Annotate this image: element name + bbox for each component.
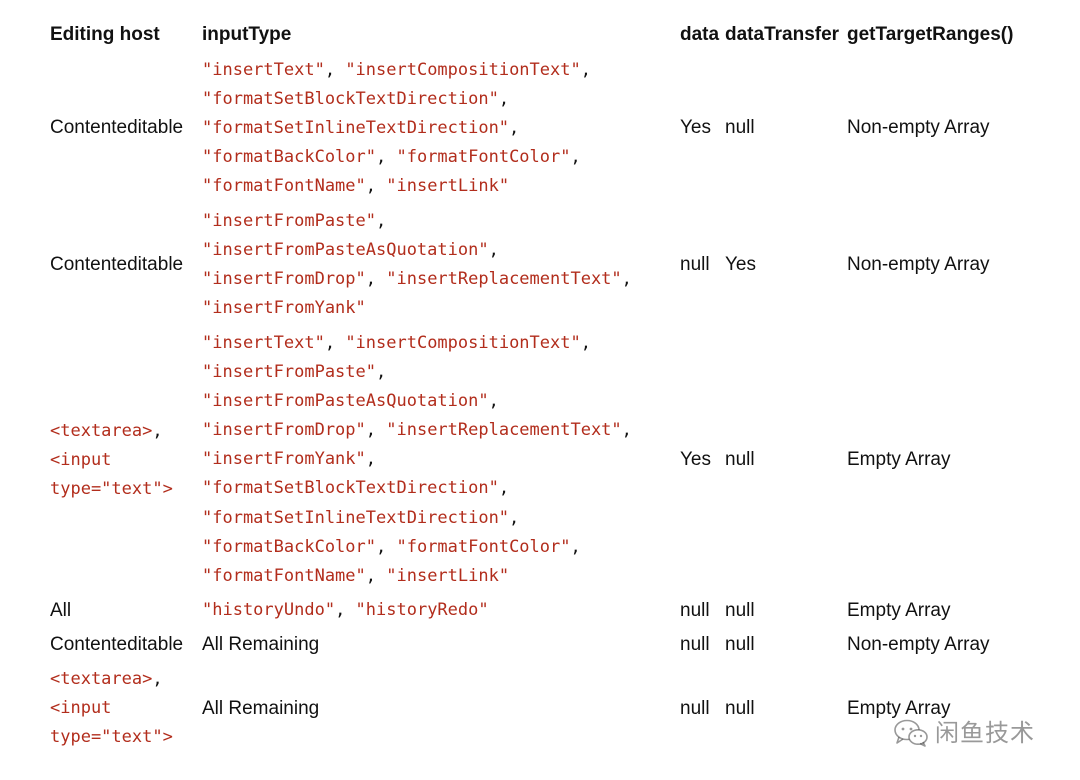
row-2-target-ranges: Empty Array <box>847 449 951 470</box>
row-4-data: null <box>680 634 710 655</box>
row-0-target-ranges: Non-empty Array <box>847 117 990 138</box>
row-1-target-ranges: Non-empty Array <box>847 254 990 275</box>
row-5-data-transfer: null <box>725 698 755 719</box>
row-2-input-type-line: "insertFromPaste", <box>202 362 387 382</box>
row-0-input-type-line: "formatFontName", "insertLink" <box>202 176 510 196</box>
row-1-input-type-line: "insertFromDrop", "insertReplacementText… <box>202 269 632 289</box>
row-5-host-line: type="text"> <box>50 727 173 747</box>
row-3-data: null <box>680 600 710 621</box>
row-5-host-line: <textarea>, <box>50 669 163 689</box>
row-5-host-line: <input <box>50 698 112 718</box>
row-3-data-transfer: null <box>725 600 755 621</box>
header-input-type: inputType <box>202 24 292 45</box>
row-2-host-line: type="text"> <box>50 479 173 499</box>
row-1-host: Contenteditable <box>50 254 184 275</box>
row-0-data: Yes <box>680 117 711 138</box>
row-1-data: null <box>680 254 710 275</box>
row-2-data-transfer: null <box>725 449 755 470</box>
row-0-input-type-line: "formatSetBlockTextDirection", <box>202 89 510 109</box>
header-target-ranges: getTargetRanges() <box>847 24 1014 45</box>
row-2-input-type-line: "insertFromYank", <box>202 449 377 469</box>
row-2-input-type-line: "formatSetInlineTextDirection", <box>202 508 520 528</box>
row-1-input-type-line: "insertFromYank" <box>202 298 366 318</box>
row-0-host: Contenteditable <box>50 117 184 138</box>
row-2-input-type-line: "insertFromPasteAsQuotation", <box>202 391 499 411</box>
row-3-input-type-line: "historyUndo", "historyRedo" <box>202 600 489 620</box>
row-2-data: Yes <box>680 449 711 470</box>
row-1-data-transfer: Yes <box>725 254 756 275</box>
row-2-input-type-line: "formatFontName", "insertLink" <box>202 566 510 586</box>
wechat-icon <box>893 718 929 748</box>
row-4-host: Contenteditable <box>50 634 184 655</box>
row-3-host: All <box>50 600 72 621</box>
row-4-input-type: All Remaining <box>202 634 320 655</box>
row-4-target-ranges: Non-empty Array <box>847 634 990 655</box>
row-2-input-type-line: "insertText", "insertCompositionText", <box>202 333 591 353</box>
header-data-transfer: dataTransfer <box>725 24 840 45</box>
watermark-text: 闲鱼技术 <box>935 719 1035 747</box>
header-data: data <box>680 24 720 45</box>
row-0-data-transfer: null <box>725 117 755 138</box>
row-3-target-ranges: Empty Array <box>847 600 951 621</box>
row-2-input-type-line: "formatBackColor", "formatFontColor", <box>202 537 581 557</box>
row-0-input-type-line: "formatSetInlineTextDirection", <box>202 118 520 138</box>
row-0-input-type-line: "insertText", "insertCompositionText", <box>202 60 591 80</box>
row-2-host-line: <textarea>, <box>50 421 163 441</box>
row-5-data: null <box>680 698 710 719</box>
header-editing-host: Editing host <box>50 24 160 45</box>
row-0-input-type-line: "formatBackColor", "formatFontColor", <box>202 147 581 167</box>
row-1-input-type-line: "insertFromPaste", <box>202 211 387 231</box>
row-2-input-type-line: "formatSetBlockTextDirection", <box>202 478 510 498</box>
row-4-data-transfer: null <box>725 634 755 655</box>
row-1-input-type-line: "insertFromPasteAsQuotation", <box>202 240 499 260</box>
row-5-input-type: All Remaining <box>202 698 320 719</box>
row-2-input-type-line: "insertFromDrop", "insertReplacementText… <box>202 420 632 440</box>
row-2-host-line: <input <box>50 450 112 470</box>
row-5-target-ranges: Empty Array <box>847 698 951 719</box>
watermark: 闲鱼技术 <box>893 716 1035 750</box>
